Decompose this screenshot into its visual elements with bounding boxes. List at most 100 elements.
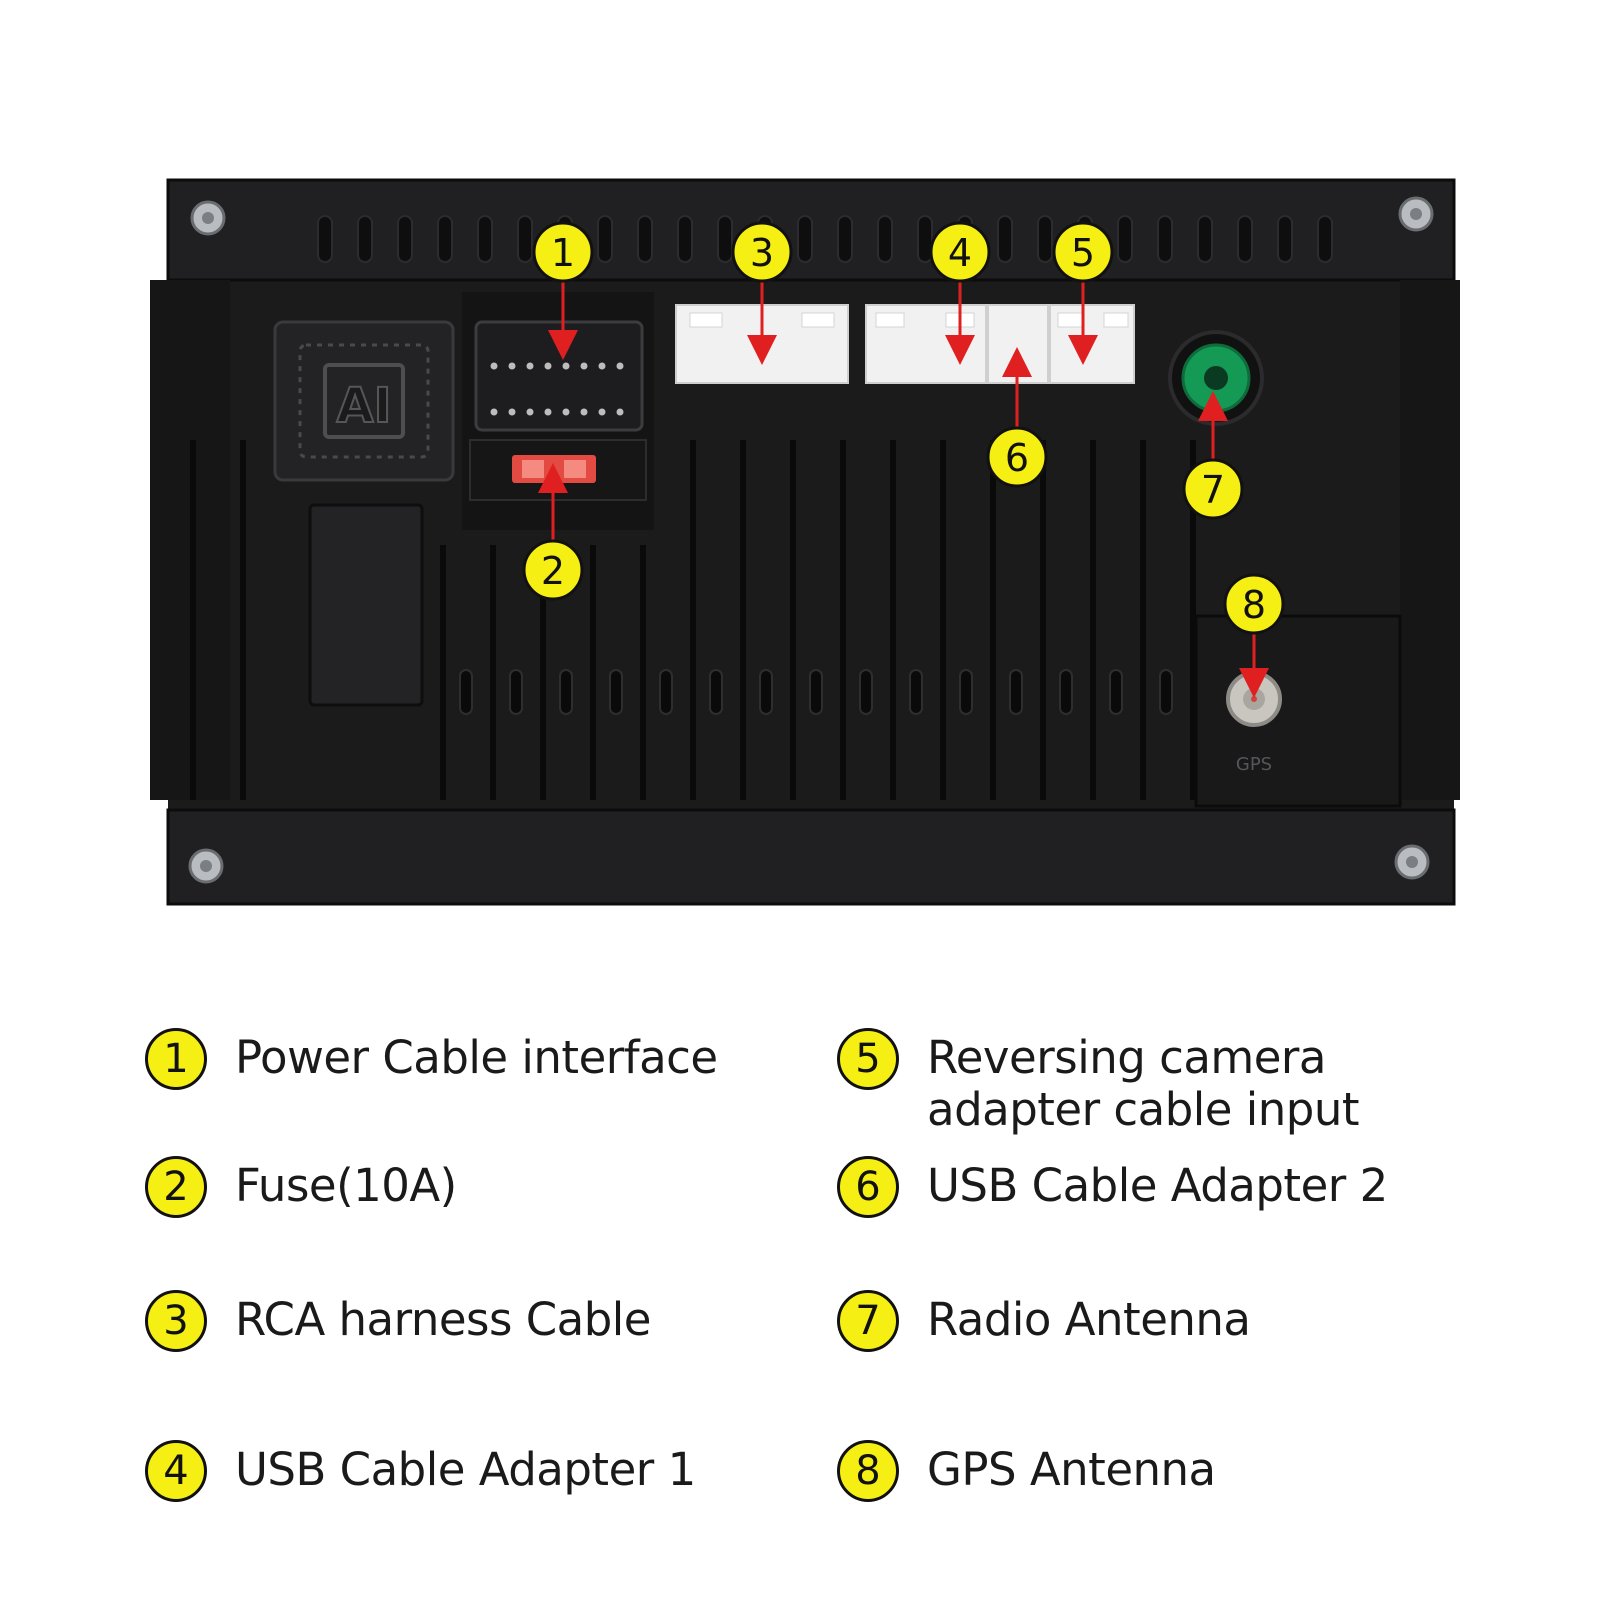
legend-item-2: 2 Fuse(10A) [145, 1156, 457, 1218]
legend-label-6: USB Cable Adapter 2 [927, 1159, 1388, 1212]
fin-slot [809, 669, 823, 715]
gps-panel [1194, 614, 1402, 808]
fin-slot [709, 669, 723, 715]
fin [690, 440, 696, 800]
legend-badge-6: 6 [837, 1156, 899, 1218]
screw-bottom-left [188, 848, 224, 884]
reversing-camera-connector [1049, 304, 1135, 384]
connector-pin [544, 362, 552, 370]
connector-pin [490, 362, 498, 370]
callout-8: 8 [1223, 573, 1285, 635]
legend-label-1: Power Cable interface [235, 1031, 718, 1084]
legend-label-7: Radio Antenna [927, 1293, 1251, 1346]
fin [790, 440, 796, 800]
vent-slot [317, 215, 333, 263]
legend-item-6: 6 USB Cable Adapter 2 [837, 1156, 1388, 1218]
callout-number: 3 [750, 231, 774, 275]
fin [240, 440, 246, 800]
vent-slot [517, 215, 533, 263]
vent-slot [917, 215, 933, 263]
vent-slot [357, 215, 373, 263]
fin [1040, 440, 1046, 800]
left-panel-block [308, 503, 424, 707]
fin-slot [1009, 669, 1023, 715]
usb-adapter-1-connector [865, 304, 987, 384]
legend-badge-1: 1 [145, 1028, 207, 1090]
callout-2: 2 [522, 539, 584, 601]
fin [840, 440, 846, 800]
fin-slot [509, 669, 523, 715]
radio-antenna-port [1168, 330, 1264, 426]
fin [1140, 440, 1146, 800]
fin-slot [659, 669, 673, 715]
fin-slot [459, 669, 473, 715]
top-vent-slots [317, 215, 1333, 263]
legend-badge-8: 8 [837, 1440, 899, 1502]
vent-slot [1157, 215, 1173, 263]
callout-badge [929, 221, 991, 283]
callout-badge [1052, 221, 1114, 283]
fin-slot [609, 669, 623, 715]
fin-slot [559, 669, 573, 715]
connector-pin [508, 362, 516, 370]
fin [540, 545, 546, 800]
vent-slot [797, 215, 813, 263]
fin [1190, 440, 1196, 800]
vent-slot [1317, 215, 1333, 263]
fin [740, 440, 746, 800]
callout-number: 1 [551, 231, 575, 275]
callout-badge [1223, 573, 1285, 635]
vent-slot [677, 215, 693, 263]
callout-4: 4 [929, 221, 991, 283]
vent-slot [397, 215, 413, 263]
callout-badge [1182, 458, 1244, 520]
cooling-fins [190, 440, 1223, 800]
vent-slot [1117, 215, 1133, 263]
vent-slot [437, 215, 453, 263]
callout-number: 6 [1005, 436, 1029, 480]
screw-top-left [190, 200, 226, 236]
callout-number: 2 [541, 549, 565, 593]
fin [1090, 440, 1096, 800]
legend-item-4: 4 USB Cable Adapter 1 [145, 1440, 696, 1502]
callout-badge [731, 221, 793, 283]
legend-label-8: GPS Antenna [927, 1443, 1216, 1496]
vent-slot [597, 215, 613, 263]
connector-pin [562, 408, 570, 416]
connector-pin [598, 362, 606, 370]
vent-slot [1197, 215, 1213, 263]
legend-item-7: 7 Radio Antenna [837, 1290, 1251, 1352]
fin [640, 545, 646, 800]
callout-3: 3 [731, 221, 793, 283]
connector-pin [598, 408, 606, 416]
connector-pin [508, 408, 516, 416]
fuse-holder [469, 439, 647, 501]
connector-pin [616, 408, 624, 416]
connector-pin [616, 362, 624, 370]
callout-badges: 1 2 3 4 5 6 7 8 [522, 221, 1285, 635]
fin [940, 440, 946, 800]
callout-1: 1 [532, 221, 594, 283]
legend-badge-3: 3 [145, 1290, 207, 1352]
screw-top-right [1398, 196, 1434, 232]
fin [190, 440, 196, 800]
vent-slot [717, 215, 733, 263]
ai-chip-emblem: AI [273, 320, 455, 482]
vent-slot [997, 215, 1013, 263]
vent-slot [837, 215, 853, 263]
legend-badge-4: 4 [145, 1440, 207, 1502]
vent-slot [637, 215, 653, 263]
fin [490, 545, 496, 800]
vent-slot [1277, 215, 1293, 263]
vent-slot [477, 215, 493, 263]
vent-slot [1037, 215, 1053, 263]
callout-number: 5 [1071, 231, 1095, 275]
fin-slot [859, 669, 873, 715]
connector-pin [580, 408, 588, 416]
callout-number: 8 [1242, 583, 1266, 627]
fin-slot [959, 669, 973, 715]
fin [990, 440, 996, 800]
callout-badge [532, 221, 594, 283]
callout-7: 7 [1182, 458, 1244, 520]
callout-5: 5 [1052, 221, 1114, 283]
